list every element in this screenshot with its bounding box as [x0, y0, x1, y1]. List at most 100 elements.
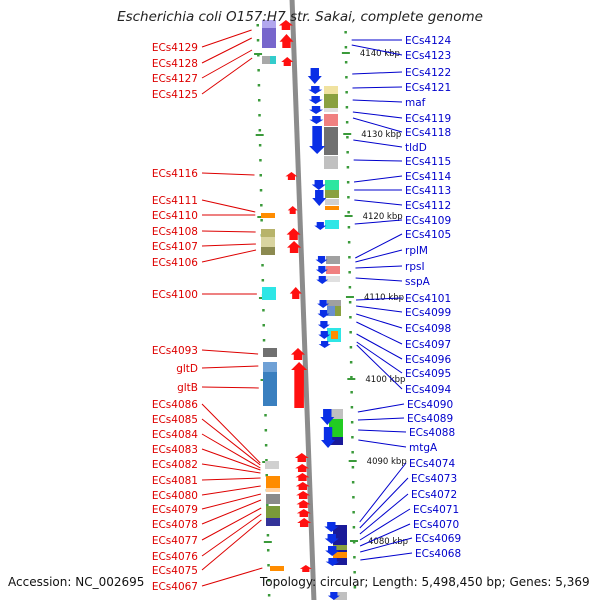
rail-dot [267, 594, 271, 597]
gene-label-ECs4112: ECs4112 [405, 200, 451, 212]
rail-dot [351, 481, 355, 484]
gene-arrow-reverse [317, 310, 330, 318]
leader-line [352, 71, 403, 75]
leader-line [354, 199, 403, 206]
gene-arrow-forward [294, 453, 309, 462]
rail-dot [347, 211, 350, 214]
feature-box [266, 494, 280, 504]
gene-arrow-forward [295, 482, 310, 490]
gene-arrow-reverse [316, 276, 329, 284]
feature-box [261, 247, 275, 255]
gene-label-ECs4100: ECs4100 [152, 289, 198, 301]
feature-box [324, 156, 338, 169]
gene-label-ECs4107: ECs4107 [152, 241, 198, 253]
rail-dot [352, 496, 355, 499]
gene-arrow-reverse [311, 180, 326, 190]
feature-box [326, 276, 340, 282]
gene-arrow-reverse [327, 592, 340, 600]
rail-dot [344, 31, 347, 34]
gene-arrow-reverse [309, 116, 324, 124]
feature-box [333, 552, 347, 558]
rail-dot [344, 46, 348, 49]
leader-line [359, 523, 411, 547]
leader-line [201, 418, 261, 466]
leader-line [356, 344, 403, 390]
rail-dot [258, 114, 261, 117]
gene-label-gltD: gltD [176, 363, 198, 375]
rail-dot [345, 76, 348, 79]
feature-box [263, 348, 277, 357]
leader-line [353, 139, 403, 148]
feature-box [329, 437, 343, 445]
gene-label-maf: maf [405, 97, 426, 109]
leader-line [352, 111, 403, 119]
leader-line [358, 429, 407, 433]
rail-dot [352, 541, 356, 544]
rail-dot [353, 586, 357, 589]
leader-line [357, 417, 405, 421]
gene-label-mtgA: mtgA [409, 442, 438, 454]
leader-line [356, 321, 403, 345]
gene-arrow-forward [290, 348, 305, 360]
leader-line [356, 305, 403, 313]
leader-line [359, 477, 409, 529]
leader-line [358, 439, 407, 448]
gene-arrow-reverse [308, 96, 323, 104]
leader-line [355, 265, 403, 269]
leader-line [201, 477, 261, 481]
gene-label-ECs4080: ECs4080 [152, 490, 198, 502]
leader-line [359, 462, 407, 523]
rail-dot [265, 474, 268, 477]
leader-line [201, 433, 261, 469]
leader-line [352, 117, 403, 133]
gene-label-ECs4074: ECs4074 [409, 458, 455, 470]
rail-dot [266, 504, 269, 507]
rail-dot [353, 571, 356, 574]
gene-arrow-forward [297, 518, 312, 527]
leader-line [201, 29, 252, 48]
gene-arrow-reverse [318, 341, 331, 348]
rail-dot [257, 69, 260, 72]
gene-arrow-forward [291, 362, 308, 408]
gene-arrow-forward [287, 241, 302, 253]
gene-label-ECs4098: ECs4098 [405, 323, 451, 335]
feature-box [324, 94, 338, 108]
gene-arrow-forward [296, 509, 311, 517]
leader-line [356, 333, 403, 360]
gene-arrow-reverse [318, 331, 331, 339]
ruler-label: 4080 kbp [368, 537, 408, 547]
gene-label-ECs4115: ECs4115 [405, 156, 451, 168]
gene-label-ECs4116: ECs4116 [152, 168, 198, 180]
leader-line [353, 159, 403, 162]
feature-box [333, 592, 347, 600]
feature-box [324, 86, 338, 94]
leader-line [201, 365, 259, 369]
gene-arrow-reverse [321, 427, 336, 448]
rail-dot [257, 84, 261, 87]
rail-dot [347, 196, 350, 199]
feature-box [262, 56, 270, 64]
rail-dot [350, 406, 354, 409]
feature-box [324, 114, 338, 126]
feature-box [261, 229, 275, 237]
gene-label-ECs4093: ECs4093 [152, 345, 198, 357]
gene-label-ECs4094: ECs4094 [405, 384, 451, 396]
leader-line [201, 230, 256, 233]
rail-dot [256, 39, 260, 42]
leader-line [201, 403, 261, 464]
feature-box [335, 306, 341, 316]
leader-line [354, 219, 403, 225]
ruler-label: 4110 kbp [364, 293, 404, 303]
leader-line [357, 403, 405, 413]
rail-dot [349, 346, 353, 349]
rail-dot [262, 309, 265, 312]
feature-box [270, 56, 276, 64]
rail-dot [349, 361, 353, 364]
gene-label-tldD: tldD [405, 142, 427, 154]
leader-line [201, 249, 257, 263]
ruler-label: 4130 kbp [361, 130, 401, 140]
map-title: Escherichia coli O157:H7 str. Sakai, com… [117, 9, 483, 25]
feature-box [324, 108, 338, 112]
rail-dot [260, 204, 263, 207]
